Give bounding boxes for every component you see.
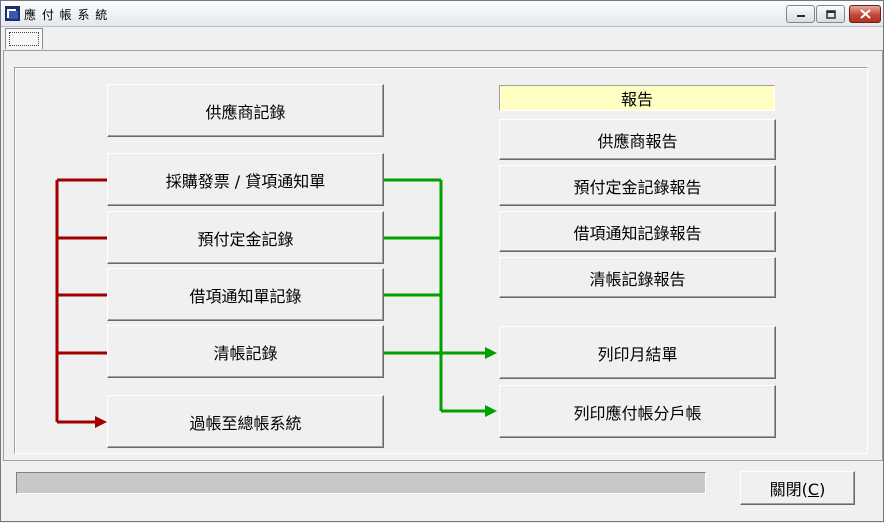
debit-note-record-label: 借項通知單記錄 bbox=[189, 286, 302, 306]
print-monthly-statement-label: 列印月結單 bbox=[597, 344, 678, 364]
print-monthly-statement-button[interactable]: 列印月結單 bbox=[499, 326, 776, 379]
deposit-record-label: 預付定金記錄 bbox=[197, 229, 294, 249]
post-to-gl-label: 過帳至總帳系統 bbox=[189, 413, 302, 433]
supplier-report-label: 供應商報告 bbox=[597, 131, 678, 151]
clearing-record-button[interactable]: 清帳記錄 bbox=[107, 325, 384, 378]
supplier-record-button[interactable]: 供應商記錄 bbox=[107, 84, 384, 137]
print-ledger-button[interactable]: 列印應付帳分戶帳 bbox=[499, 385, 776, 438]
purchase-invoice-label: 採購發票 / 貸項通知單 bbox=[165, 171, 326, 191]
purchase-invoice-button[interactable]: 採購發票 / 貸項通知單 bbox=[107, 153, 384, 206]
debit-note-record-button[interactable]: 借項通知單記錄 bbox=[107, 268, 384, 321]
tab-focus-rect bbox=[9, 32, 39, 46]
debit-note-report-label: 借項通知記錄報告 bbox=[573, 223, 702, 243]
print-ledger-label: 列印應付帳分戶帳 bbox=[573, 403, 702, 423]
tab-main[interactable] bbox=[5, 28, 43, 49]
supplier-report-button[interactable]: 供應商報告 bbox=[499, 119, 776, 160]
close-button-label: 關閉(C) bbox=[769, 480, 826, 499]
clearing-record-label: 清帳記錄 bbox=[213, 343, 278, 363]
supplier-record-label: 供應商記錄 bbox=[205, 102, 286, 122]
minimize-button[interactable] bbox=[786, 5, 815, 23]
app-icon bbox=[5, 6, 20, 21]
minimize-icon bbox=[796, 15, 805, 17]
status-bar bbox=[16, 472, 706, 494]
deposit-record-button[interactable]: 預付定金記錄 bbox=[107, 211, 384, 264]
deposit-report-label: 預付定金記錄報告 bbox=[573, 177, 702, 197]
close-icon bbox=[859, 9, 871, 19]
debit-note-report-button[interactable]: 借項通知記錄報告 bbox=[499, 211, 776, 252]
close-window-button[interactable] bbox=[849, 5, 881, 23]
menu-group-box bbox=[14, 67, 868, 454]
maximize-icon bbox=[825, 9, 836, 19]
clearing-report-button[interactable]: 清帳記錄報告 bbox=[499, 257, 776, 298]
report-header: 報告 bbox=[499, 85, 775, 111]
title-bar[interactable]: 應 付 帳 系 統 bbox=[1, 1, 883, 27]
maximize-button[interactable] bbox=[816, 5, 845, 23]
report-header-label: 報告 bbox=[620, 90, 653, 109]
post-to-gl-button[interactable]: 過帳至總帳系統 bbox=[107, 395, 384, 448]
deposit-report-button[interactable]: 預付定金記錄報告 bbox=[499, 165, 776, 206]
close-button[interactable]: 關閉(C) bbox=[740, 471, 855, 505]
clearing-report-label: 清帳記錄報告 bbox=[589, 269, 686, 289]
window-title: 應 付 帳 系 統 bbox=[24, 8, 109, 22]
